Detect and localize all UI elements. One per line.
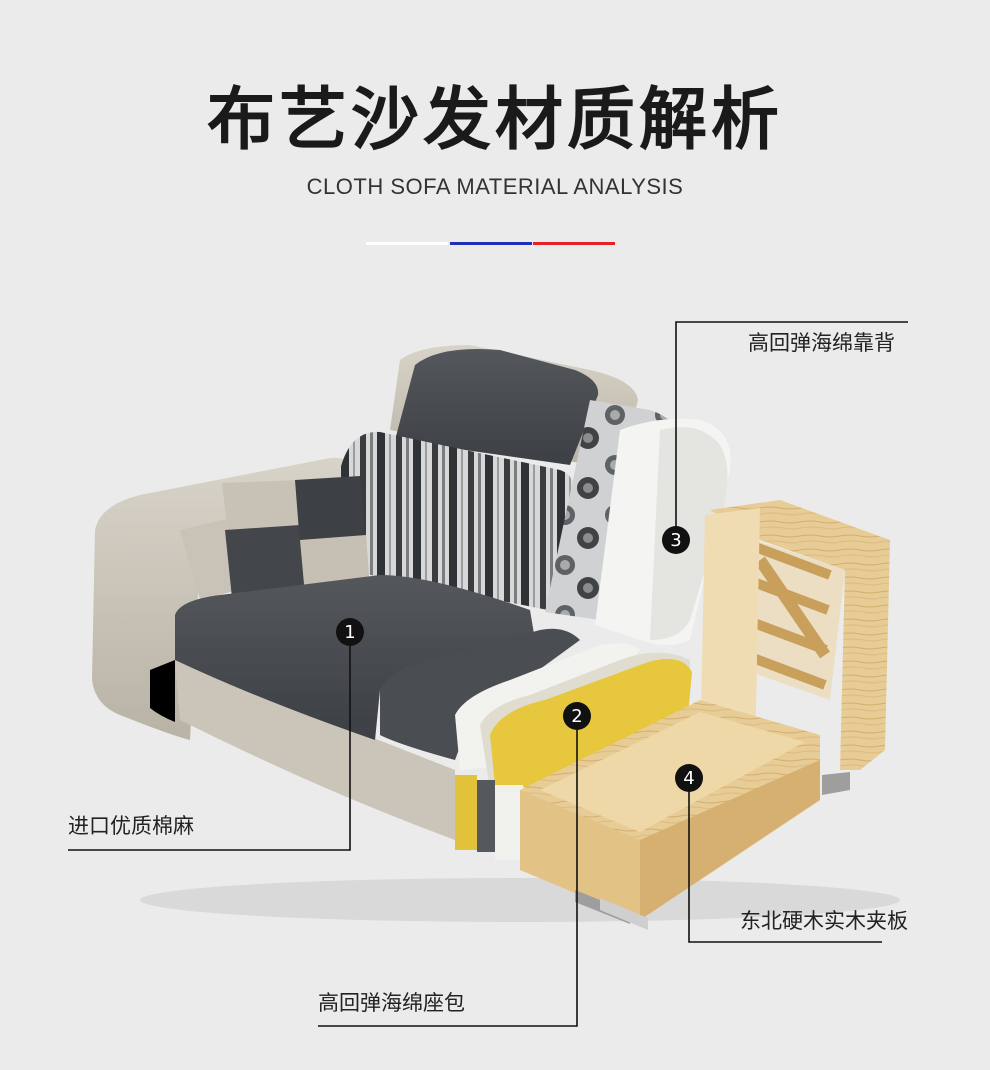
marker-1-number: 1 [344,622,355,643]
marker-2-number: 2 [571,706,582,727]
marker-1: 1 [336,618,364,646]
callout-label-seat-foam: 高回弹海绵座包 [318,991,465,1015]
callout-line-2 [318,716,578,1027]
callout-line-4 [688,778,882,943]
marker-2: 2 [563,702,591,730]
marker-3-number: 3 [670,530,681,551]
accent-line-blue [450,242,532,245]
accent-line-red [533,242,615,245]
marker-4: 4 [675,764,703,792]
page-subtitle: CLOTH SOFA MATERIAL ANALYSIS [306,174,684,199]
marker-3: 3 [662,526,690,554]
page-title: 布艺沙发材质解析 [206,81,783,160]
marker-4-number: 4 [683,768,694,789]
callout-label-back-foam: 高回弹海绵靠背 [748,331,895,355]
accent-line-white [366,242,448,245]
callout-label-wood-frame: 东北硬木实木夹板 [740,909,908,933]
callout-line-3 [675,321,908,540]
callout-label-fabric: 进口优质棉麻 [68,814,194,838]
callout-line-1 [68,632,351,851]
